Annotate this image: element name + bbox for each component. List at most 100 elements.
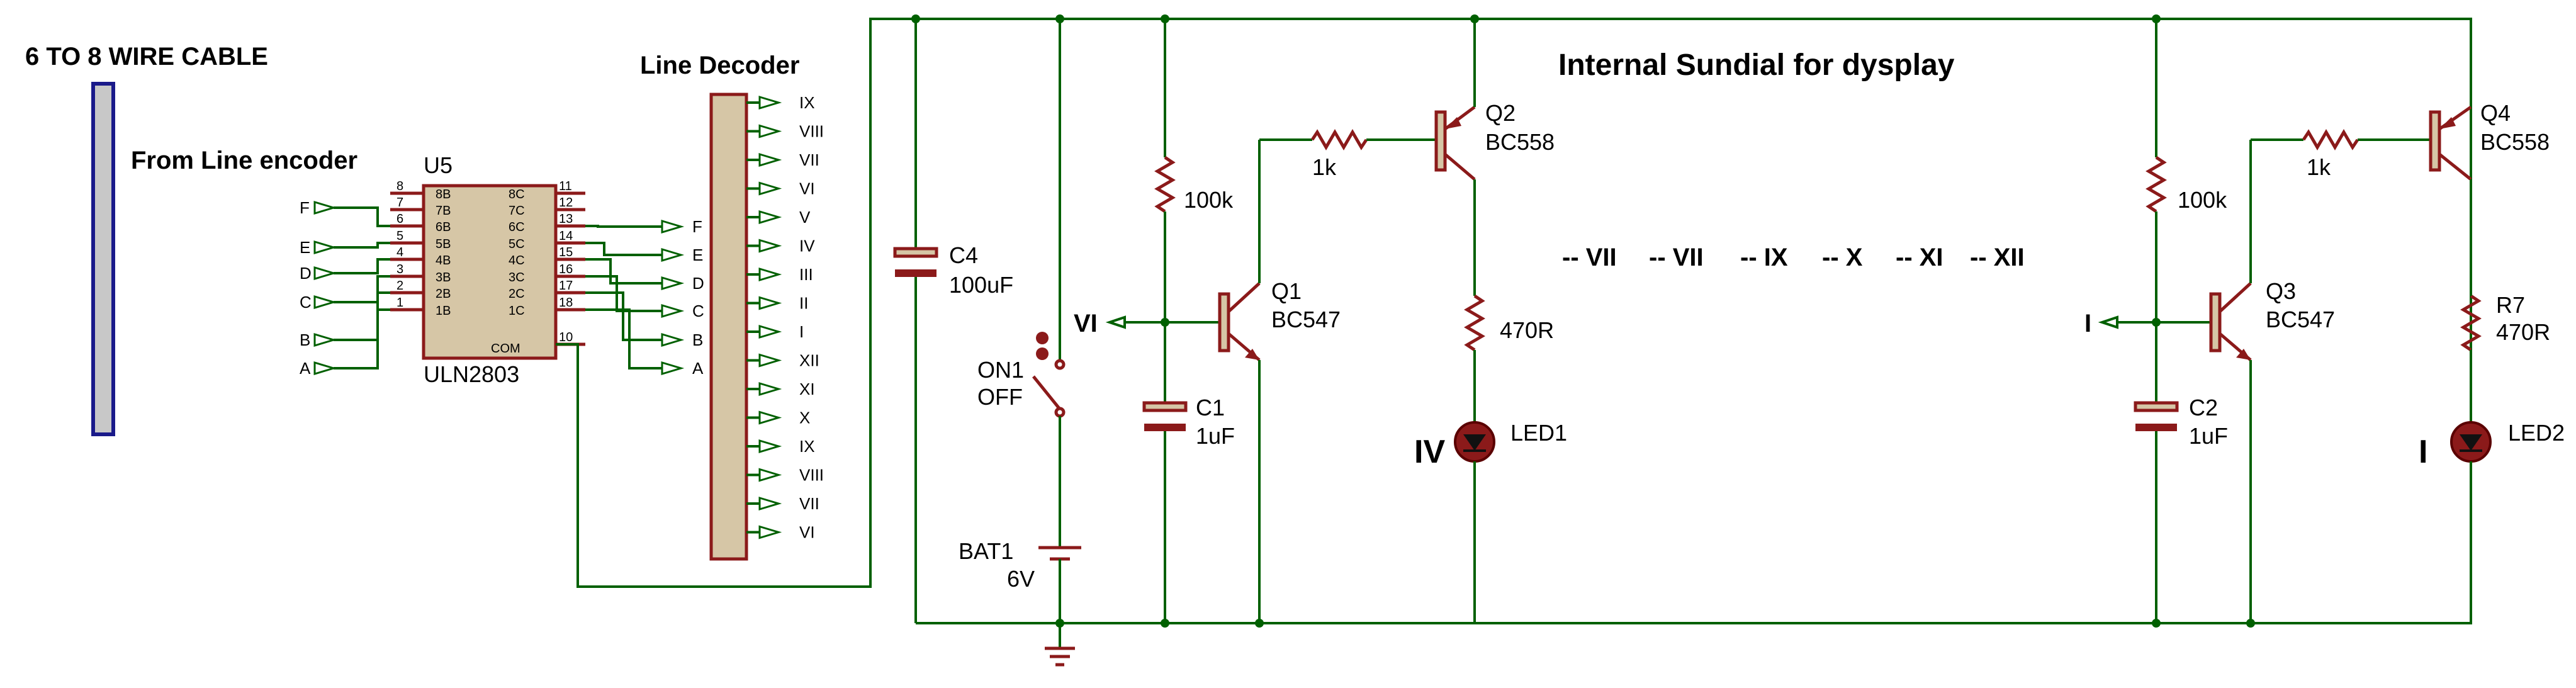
r4-resistor [2146,155,2167,213]
q2-value: BC558 [1485,129,1555,155]
left-input-label: C [300,293,312,312]
decoder-output-terminal [758,496,782,511]
encoder-title: From Line encoder [131,147,357,174]
u5-pin-number: 14 [559,229,573,243]
decoder-output-label: II [799,294,808,313]
q3-ref: Q3 [2266,278,2296,304]
u5-pin-number: 17 [559,279,573,293]
c4-ref: C4 [949,242,978,268]
r7-resistor [2460,294,2482,352]
left-input-terminal [313,266,337,281]
led2-ref: LED2 [2508,420,2565,446]
decoder-output-label: VIII [799,466,824,485]
c2-plate-top [2134,401,2179,412]
switch-indicator-on [1036,332,1049,344]
u5-pin-name: 2C [509,287,525,301]
u5-pin-name: 5B [436,237,451,251]
seq-item: -- XII [1970,244,2025,271]
c4-plate-top [893,247,938,258]
u5-pin-name: 7C [509,204,525,218]
r7-ref: R7 [2496,292,2525,318]
decoder-output-label: IX [799,437,815,456]
decoder-output-terminal [758,525,782,539]
decoder-output-terminal [758,181,782,196]
c1-value: 1uF [1196,423,1235,449]
r1-resistor [1154,155,1176,213]
u5-pin-number: 15 [559,245,573,259]
mid-output-terminal [661,219,685,234]
decoder-output-terminal [758,381,782,397]
seq-item: -- IX [1740,244,1788,271]
r3-value: 470R [1500,317,1554,343]
q3-base [2209,292,2222,352]
c2-ref: C2 [2189,395,2218,420]
r3-resistor [1464,294,1485,352]
left-input-label: A [300,359,311,378]
u5-com-label: COM [491,342,520,356]
c1-ref: C1 [1196,395,1225,420]
input2-label: I [2084,310,2091,337]
decoder-output-terminal [758,324,782,339]
circuit-2: 100k I C2 1uF Q3 BC547 1k Q4 BC558 R7 47… [2084,19,2565,623]
u5-output-wiring [585,225,662,369]
u5-pin-number: 6 [397,212,403,226]
u5-pin-name: 3B [436,271,451,285]
mid-output-terminal [661,332,685,347]
decoder-output-terminal [758,124,782,138]
cable-title: 6 TO 8 WIRE CABLE [25,43,268,70]
mid-output-label: F [692,217,702,236]
decoder-output-label: IV [799,237,815,256]
u5-pin-name: 4C [509,254,525,268]
c2-plate-bottom [2135,424,2177,431]
u5-pin-name: 8B [436,188,451,201]
decoder-output-label: V [799,208,811,227]
u5-pin-number: 16 [559,262,573,276]
sundial-title: Internal Sundial for dysplay [1558,48,1955,82]
decoder-output-terminal [758,353,782,368]
u5-part: ULN2803 [424,361,519,387]
decoder-output-label: I [799,322,804,341]
switch-contact-bottom [1054,407,1066,418]
seq-item: -- VII [1649,244,1704,271]
u5-pin-number: 7 [397,196,403,210]
q1-base [1218,292,1230,352]
led2-numeral: I [2419,434,2427,470]
led1-numeral: IV [1414,434,1445,470]
u5-pin-number: 1 [397,296,403,310]
u5-pin-name: 8C [509,188,525,201]
decoder-output-terminal [758,296,782,310]
u5-pin-name: 3C [509,271,525,285]
switch-value: OFF [977,384,1023,410]
mid-output-label: C [692,302,704,320]
decoder-output-label: X [799,409,810,427]
mid-output-label: B [692,330,703,349]
decoder-output-label: IX [799,93,815,112]
u5-body [422,184,558,360]
decoder-output-label: III [799,265,813,284]
c1-plate-bottom [1144,424,1186,431]
u5-pin-name: 1B [436,304,451,318]
c2-value: 1uF [2189,423,2228,449]
seq-item: -- XI [1896,244,1943,271]
mid-output-terminal [661,276,685,291]
decoder-title: Line Decoder [640,52,799,79]
switch-ref: ON1 [977,357,1024,383]
left-input-label: E [300,238,310,257]
decoder-output-label: VI [799,179,815,198]
q4-ref: Q4 [2480,100,2511,126]
mid-output-label: D [692,274,704,293]
r4-value: 100k [2178,187,2227,213]
r7-value: 470R [2496,319,2550,345]
left-input-label: B [300,330,310,349]
mid-output-label: A [692,359,704,378]
decoder-output-terminal [758,410,782,425]
decoder-output-terminal [758,439,782,454]
left-input-terminal [313,332,337,347]
q2-base [1434,110,1447,172]
cable-connector [91,82,115,436]
q4-base [2429,110,2441,172]
left-input-label: D [300,264,312,283]
